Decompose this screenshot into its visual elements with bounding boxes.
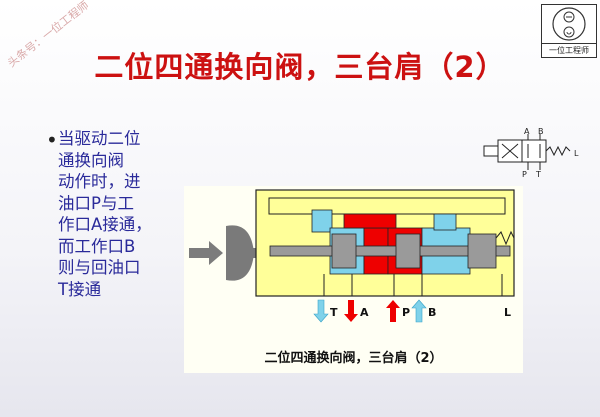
port-label-l: L: [504, 306, 511, 319]
return-arrow-icon: [313, 299, 329, 323]
bullet-line: 作口A接通，: [58, 215, 152, 234]
bullet-line: 油口P与工: [58, 193, 134, 213]
valve-diagram: T A P B L: [184, 186, 523, 373]
symbol-label-l: L: [574, 149, 579, 158]
bullet-line: 而工作口B: [58, 236, 136, 256]
actuator-head: [226, 225, 254, 281]
return-up-arrow-icon: [411, 299, 427, 323]
pressure-down-arrow-icon: [344, 300, 358, 322]
page-title: 二位四通换向阀，三台肩（2）: [94, 50, 506, 84]
symbol-label-a: A: [524, 127, 530, 136]
port-label-a: A: [360, 306, 369, 319]
bullet-dot: •: [46, 128, 58, 152]
spool-land: [395, 233, 421, 269]
port-label-t: T: [330, 306, 338, 319]
symbol-label-p: P: [522, 170, 527, 178]
valve-symbol: A B P T L: [483, 127, 579, 178]
return-spring: [495, 230, 515, 246]
port-label-p: P: [402, 306, 410, 319]
bullet-text: 当驱动二位 通换向阀 动作时，进 油口P与工 作口A接通， 而工作口B 则与回油…: [58, 128, 158, 300]
logo-label: 一位工程师: [542, 43, 596, 57]
bullet-line: 通换向阀: [58, 150, 124, 170]
port-label-b: B: [428, 306, 436, 319]
spool-rod: [269, 245, 511, 257]
logo: 一位工程师: [541, 4, 597, 58]
spool-land: [331, 233, 357, 269]
bullet-line: 当驱动二位: [58, 129, 141, 148]
bullet-item: • 当驱动二位 通换向阀 动作时，进 油口P与工 作口A接通， 而工作口B 则与…: [46, 128, 188, 300]
figure-caption: 二位四通换向阀，三台肩（2）: [264, 351, 443, 366]
symbol-label-t: T: [535, 170, 541, 178]
symbol-label-b: B: [538, 127, 544, 136]
spool-land: [467, 233, 497, 269]
valve-cross-section: T A P B L: [189, 189, 515, 323]
bullet-line: T接通: [58, 279, 102, 299]
pressure-up-arrow-icon: [386, 300, 400, 322]
bullet-line: 动作时，进: [58, 172, 141, 191]
actuator-arrow-icon: [189, 241, 223, 265]
gear-face-icon: [552, 7, 586, 41]
bullet-line: 则与回油口: [58, 258, 141, 277]
